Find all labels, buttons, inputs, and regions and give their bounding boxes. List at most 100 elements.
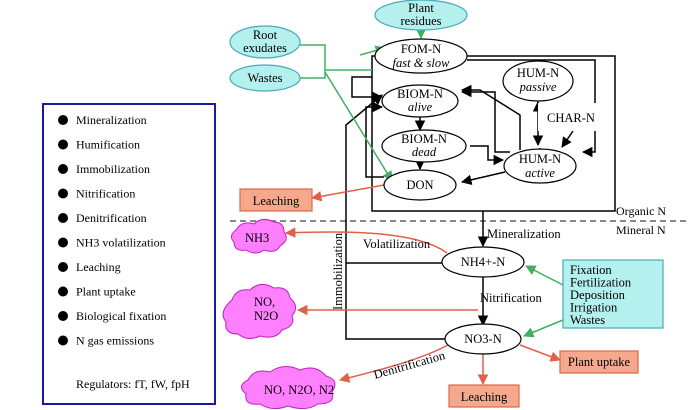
don-to-biom-arrow: [365, 101, 384, 178]
organic-pools-frame: [371, 55, 616, 212]
legend-item: Biological fixation: [76, 309, 166, 323]
svg-text:Plant uptake: Plant uptake: [568, 355, 631, 369]
legend-item: Mineralization: [76, 113, 147, 127]
legend-bullet-icon: [58, 286, 68, 297]
legend-item: N gas emissions: [76, 334, 154, 348]
svg-text:HUM-N: HUM-N: [517, 66, 559, 80]
plant-residues-node: Plant residues: [374, 0, 468, 31]
no3-to-gases-arrow: [338, 344, 449, 383]
svg-text:passive: passive: [519, 80, 557, 94]
legend-bullet-icon: [58, 213, 68, 223]
svg-text:N2O: N2O: [254, 309, 278, 323]
svg-text:DON: DON: [406, 178, 433, 192]
svg-text:Wastes: Wastes: [247, 71, 282, 85]
svg-text:BIOM-N: BIOM-N: [401, 132, 447, 146]
svg-text:Leaching: Leaching: [253, 194, 300, 208]
legend-item: Humification: [76, 138, 140, 152]
svg-text:NO, N2O, N2: NO, N2O, N2: [264, 383, 334, 397]
leaching-top-box: Leaching: [239, 188, 313, 212]
no3-n-node: NO3-N: [444, 323, 522, 355]
inputs-to-no3-arrow: [523, 319, 564, 338]
no-n2o-cloud: NO, N2O: [222, 284, 296, 340]
legend-bullet-icon: [58, 237, 68, 248]
legend-item: Leaching: [76, 260, 121, 274]
nh4-to-nh3-arrow: [284, 227, 448, 254]
nh3-cloud: NH3: [230, 218, 287, 254]
hum-to-biom-arrow-2: [460, 84, 521, 150]
leaching-bottom-box: Leaching: [448, 384, 520, 408]
label-immobilization: Immobilization: [331, 232, 345, 310]
svg-text:HUM-N: HUM-N: [519, 152, 561, 166]
legend-bullet-icon: [58, 115, 68, 125]
exudates-to-fom-arrow: [300, 44, 372, 71]
svg-text:BIOM-N: BIOM-N: [397, 87, 443, 101]
label-volatilization: Volatilization: [363, 237, 431, 251]
svg-text:CHAR-N: CHAR-N: [547, 111, 595, 125]
legend-bullet-icon: [58, 262, 68, 272]
external-input-item: Fertilization: [570, 276, 632, 290]
legend-item: NH3 volatilization: [76, 236, 166, 250]
svg-text:NH4+-N: NH4+-N: [461, 255, 506, 269]
svg-text:NO,: NO,: [254, 295, 275, 309]
external-input-item: Deposition: [570, 288, 626, 302]
char-to-hum-arrow: [561, 130, 574, 148]
legend-bullet-icon: [58, 335, 68, 346]
hum-to-biom-arrow: [462, 92, 541, 153]
don-node: DON: [383, 169, 457, 201]
biom-alive-node: BIOM-N alive: [381, 84, 459, 118]
legend-item: Nitrification: [76, 187, 135, 201]
nh4-n-node: NH4+-N: [441, 246, 525, 278]
legend-bullet-icon: [58, 311, 68, 321]
mineral-n-label: Mineral N: [616, 223, 666, 237]
legend-item: Plant uptake: [76, 285, 136, 299]
legend: MineralizationHumificationImmobilization…: [42, 103, 216, 405]
root-exudates-node: Root exudates: [229, 25, 301, 59]
label-nitrification: Nitrification: [480, 291, 543, 305]
svg-text:dead: dead: [412, 145, 437, 159]
biom-dead-node: BIOM-N dead: [381, 129, 467, 163]
svg-text:NO3-N: NO3-N: [464, 332, 502, 346]
svg-text:FOM-N: FOM-N: [401, 42, 441, 56]
label-mineralization: Mineralization: [487, 227, 561, 241]
biom-dead-to-hum-arrow: [470, 145, 505, 166]
fom-n-node: FOM-N fast & slow: [374, 38, 468, 74]
inputs-to-nh4-arrow: [525, 265, 564, 286]
hum-passive-node: HUM-N passive: [502, 60, 574, 102]
organic-n-label: Organic N: [616, 204, 666, 218]
label-denitrification: Denitrification: [372, 348, 447, 382]
fom-to-biom-arrow: [351, 76, 384, 103]
svg-text:residues: residues: [401, 14, 442, 28]
svg-text:alive: alive: [408, 100, 433, 114]
red-flows: [284, 184, 561, 386]
legend-bullet-icon: [58, 164, 68, 174]
no3-to-plant-uptake-arrow: [519, 344, 561, 362]
external-input-item: Fixation: [570, 263, 612, 277]
svg-text:Plant: Plant: [408, 1, 434, 15]
svg-text:fast & slow: fast & slow: [393, 56, 451, 70]
hum-to-don-arrow: [460, 171, 506, 185]
legend-items: MineralizationHumificationImmobilization…: [58, 113, 166, 348]
svg-text:Leaching: Leaching: [461, 390, 508, 404]
svg-text:exudates: exudates: [243, 41, 287, 55]
char-n-node: CHAR-N: [538, 103, 604, 131]
don-to-leaching-arrow: [310, 184, 385, 202]
svg-text:Root: Root: [253, 28, 278, 42]
n-gases-cloud: NO, N2O, N2: [241, 366, 336, 410]
legend-border: [42, 103, 216, 405]
legend-item: Immobilization: [76, 162, 150, 176]
nh3-label: NH3: [245, 231, 269, 245]
plant-uptake-box: Plant uptake: [559, 350, 639, 374]
legend-bullet-icon: [58, 139, 68, 150]
legend-regulators: Regulators: fT, fW, fpH: [76, 377, 190, 391]
svg-text:active: active: [525, 166, 555, 180]
green-flows: [300, 28, 564, 338]
wastes-node: Wastes: [229, 64, 301, 92]
external-input-item: Irrigation: [570, 301, 618, 315]
hum-active-node: HUM-N active: [503, 148, 577, 184]
legend-bullet-icon: [58, 188, 68, 199]
external-input-item: Wastes: [570, 313, 605, 327]
wastes-to-don-arrow: [300, 69, 393, 182]
legend-item: Denitrification: [76, 211, 147, 225]
external-inputs-box: FixationFertilizationDepositionIrrigatio…: [562, 259, 664, 329]
